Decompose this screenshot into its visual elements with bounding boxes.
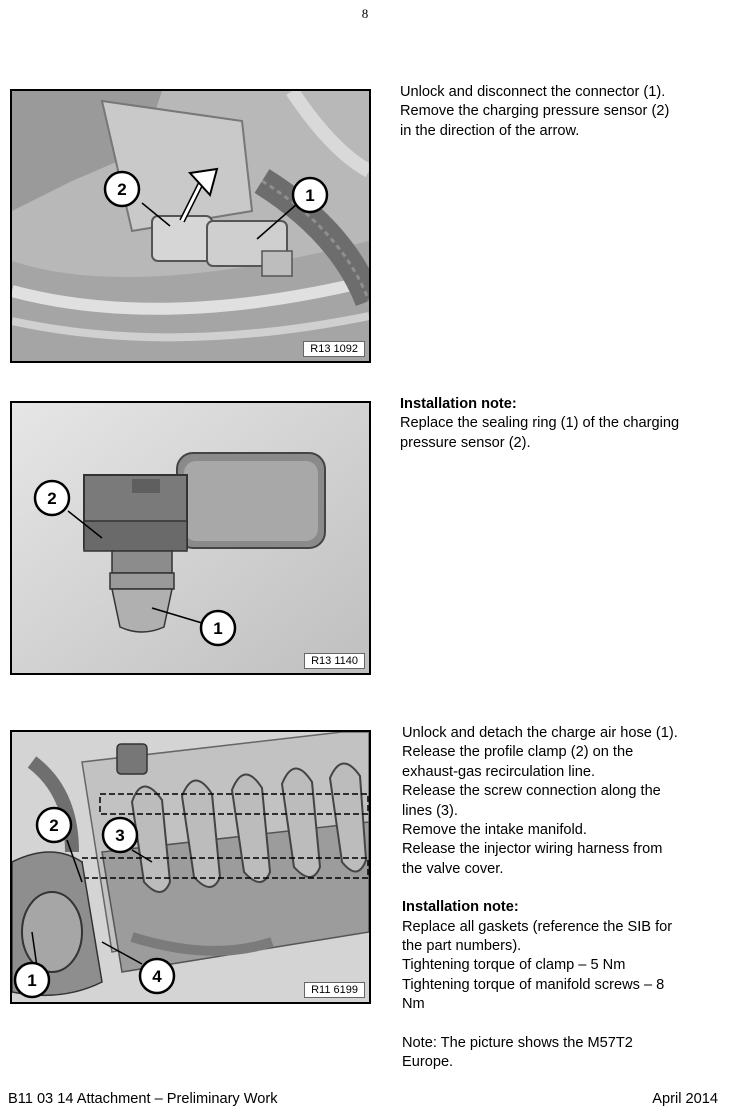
figure-3-callout-1: 1 [27,971,36,990]
section-3-heading: Installation note: [402,899,519,916]
section-3-note-line: the part numbers). [402,938,522,955]
figure-intake-manifold: 2 3 1 4 R11 6199 [10,730,371,1004]
section-3-note-line: Replace all gaskets (reference the SIB f… [402,918,673,935]
figure-intake-manifold-image: 2 3 1 4 [12,732,369,1002]
section-1-line: Unlock and disconnect the connector (1). [400,84,666,100]
section-3-line: Release the injector wiring harness from [402,841,663,858]
section-2-text: Installation note: Replace the sealing r… [400,395,725,453]
section-2-heading: Installation note: [400,396,517,412]
section-3-note-line: Tightening torque of clamp – 5 Nm [402,957,626,974]
section-3-note-line: Tightening torque of manifold screws – 8 [402,976,665,993]
section-3-line: lines (3). [402,802,458,819]
figure-2-code: R13 1140 [304,653,365,669]
footer-right: April 2014 [652,1091,718,1107]
section-3-line: Unlock and detach the charge air hose (1… [402,725,678,741]
section-3-line: exhaust-gas recirculation line. [402,763,596,780]
figure-pressure-sensor-image: 2 1 [12,403,369,673]
figure-1-callout-1: 1 [305,186,314,205]
page-number: 8 [361,6,369,21]
figure-3-callout-2: 2 [49,816,58,835]
section-1-text: Unlock and disconnect the connector (1).… [400,83,725,141]
figure-3-code: R11 6199 [304,982,365,998]
section-3-line: the valve cover. [402,860,504,877]
section-3-text: Unlock and detach the charge air hose (1… [402,724,727,1073]
figure-connector-sensor: 2 1 R13 1092 [10,89,371,363]
figure-3-callout-3: 3 [115,826,124,845]
figure-2-callout-1: 1 [213,619,222,638]
section-2-line: Replace the sealing ring (1) of the char… [400,415,680,432]
figure-3-callout-4: 4 [152,967,162,986]
section-1-line: in the direction of the arrow. [400,122,580,139]
section-3-extra-line: Europe. [402,1054,454,1071]
figure-1-code: R13 1092 [303,341,365,357]
figure-pressure-sensor: 2 1 R13 1140 [10,401,371,675]
section-3-line: Remove the intake manifold. [402,822,587,839]
footer-left: B11 03 14 Attachment – Preliminary Work [8,1091,278,1107]
figure-2-callout-2: 2 [47,489,56,508]
section-2-line: pressure sensor (2). [400,434,531,451]
figure-connector-sensor-image: 2 1 [12,91,369,361]
section-3-line: Release the profile clamp (2) on the [402,744,634,761]
section-3-note-line: Nm [402,996,425,1013]
section-3-extra-line: Note: The picture shows the M57T2 [402,1034,633,1051]
figure-1-callout-2: 2 [117,180,126,199]
section-3-line: Release the screw connection along the [402,783,661,800]
section-1-line: Remove the charging pressure sensor (2) [400,103,670,120]
